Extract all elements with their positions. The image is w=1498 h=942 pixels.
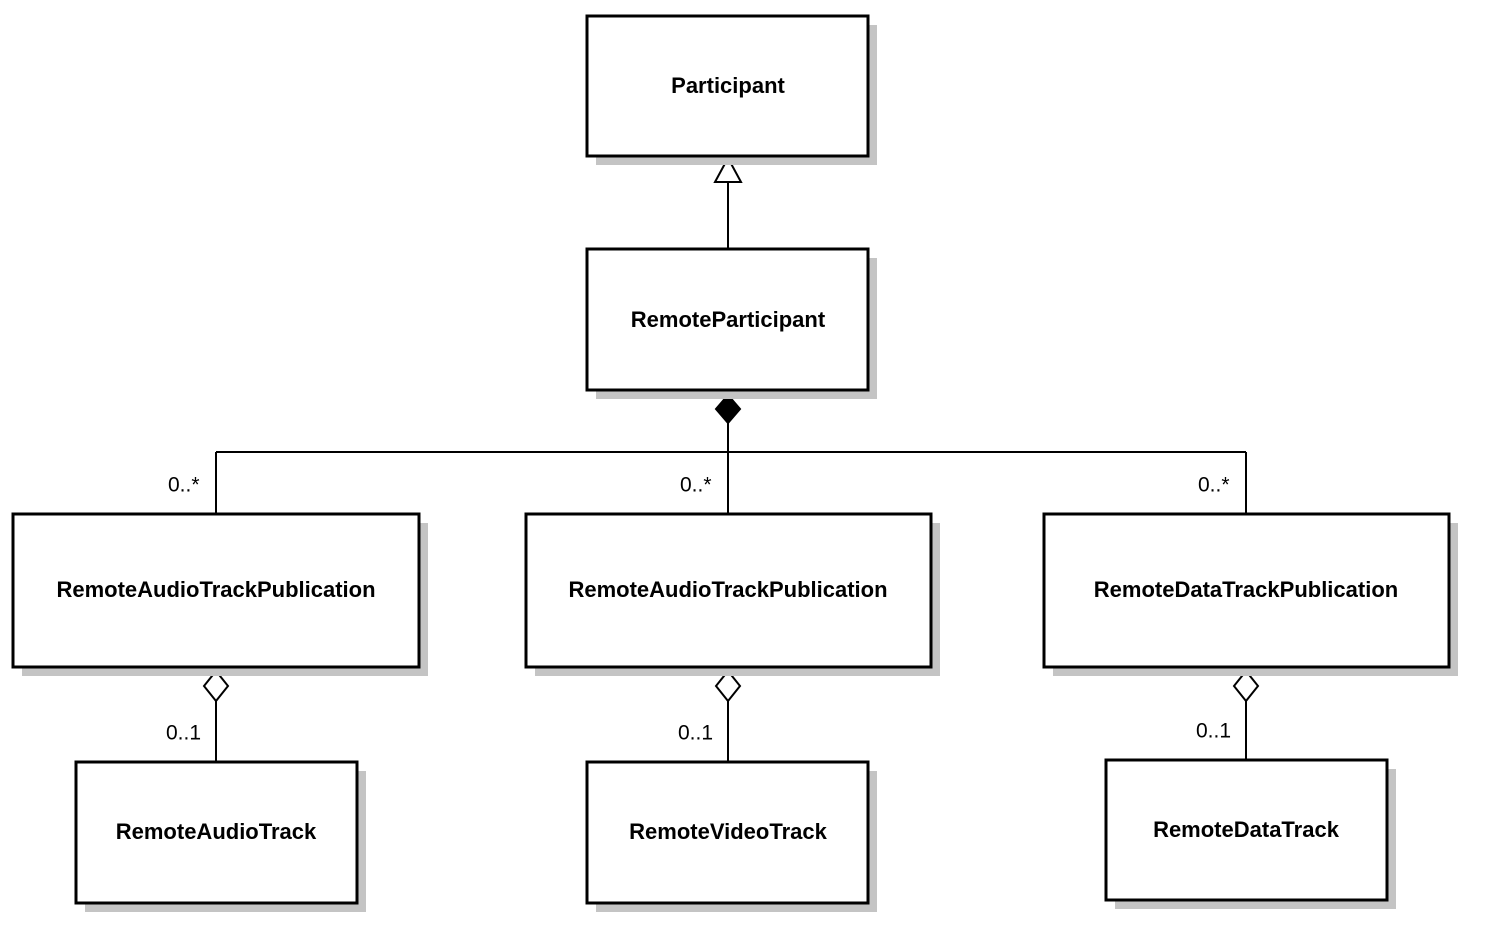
class-name: RemoteAudioTrackPublication <box>568 577 887 602</box>
class-track-right[interactable]: RemoteDataTrack <box>1104 758 1396 909</box>
multiplicity-track-right: 0..1 <box>1196 720 1231 743</box>
class-name: RemoteDataTrack <box>1153 817 1340 842</box>
class-name: RemoteAudioTrack <box>116 819 317 844</box>
composition-diamond-icon <box>714 393 742 425</box>
multiplicity-publication-right: 0..* <box>1198 474 1230 497</box>
class-name: RemoteParticipant <box>631 307 826 332</box>
class-name: RemoteAudioTrackPublication <box>56 577 375 602</box>
multiplicity-publication-center: 0..* <box>680 474 712 497</box>
class-name: RemoteDataTrackPublication <box>1094 577 1398 602</box>
connectors <box>202 155 1260 762</box>
class-name: RemoteVideoTrack <box>629 819 827 844</box>
class-name: Participant <box>671 73 785 98</box>
class-track-center[interactable]: RemoteVideoTrack <box>585 760 877 912</box>
class-remote-participant[interactable]: RemoteParticipant <box>585 247 877 399</box>
multiplicity-track-left: 0..1 <box>166 722 201 745</box>
multiplicity-publication-left: 0..* <box>168 474 200 497</box>
class-publication-right[interactable]: RemoteDataTrackPublication <box>1042 512 1458 676</box>
class-publication-center[interactable]: RemoteAudioTrackPublication <box>524 512 940 676</box>
multiplicity-labels: 0..* 0..* 0..* 0..1 0..1 0..1 <box>166 474 1231 745</box>
generalization-arrowhead-icon <box>713 155 743 183</box>
class-publication-left[interactable]: RemoteAudioTrackPublication <box>11 512 428 676</box>
class-track-left[interactable]: RemoteAudioTrack <box>74 760 366 912</box>
multiplicity-track-center: 0..1 <box>678 722 713 745</box>
class-participant[interactable]: Participant <box>585 14 877 165</box>
